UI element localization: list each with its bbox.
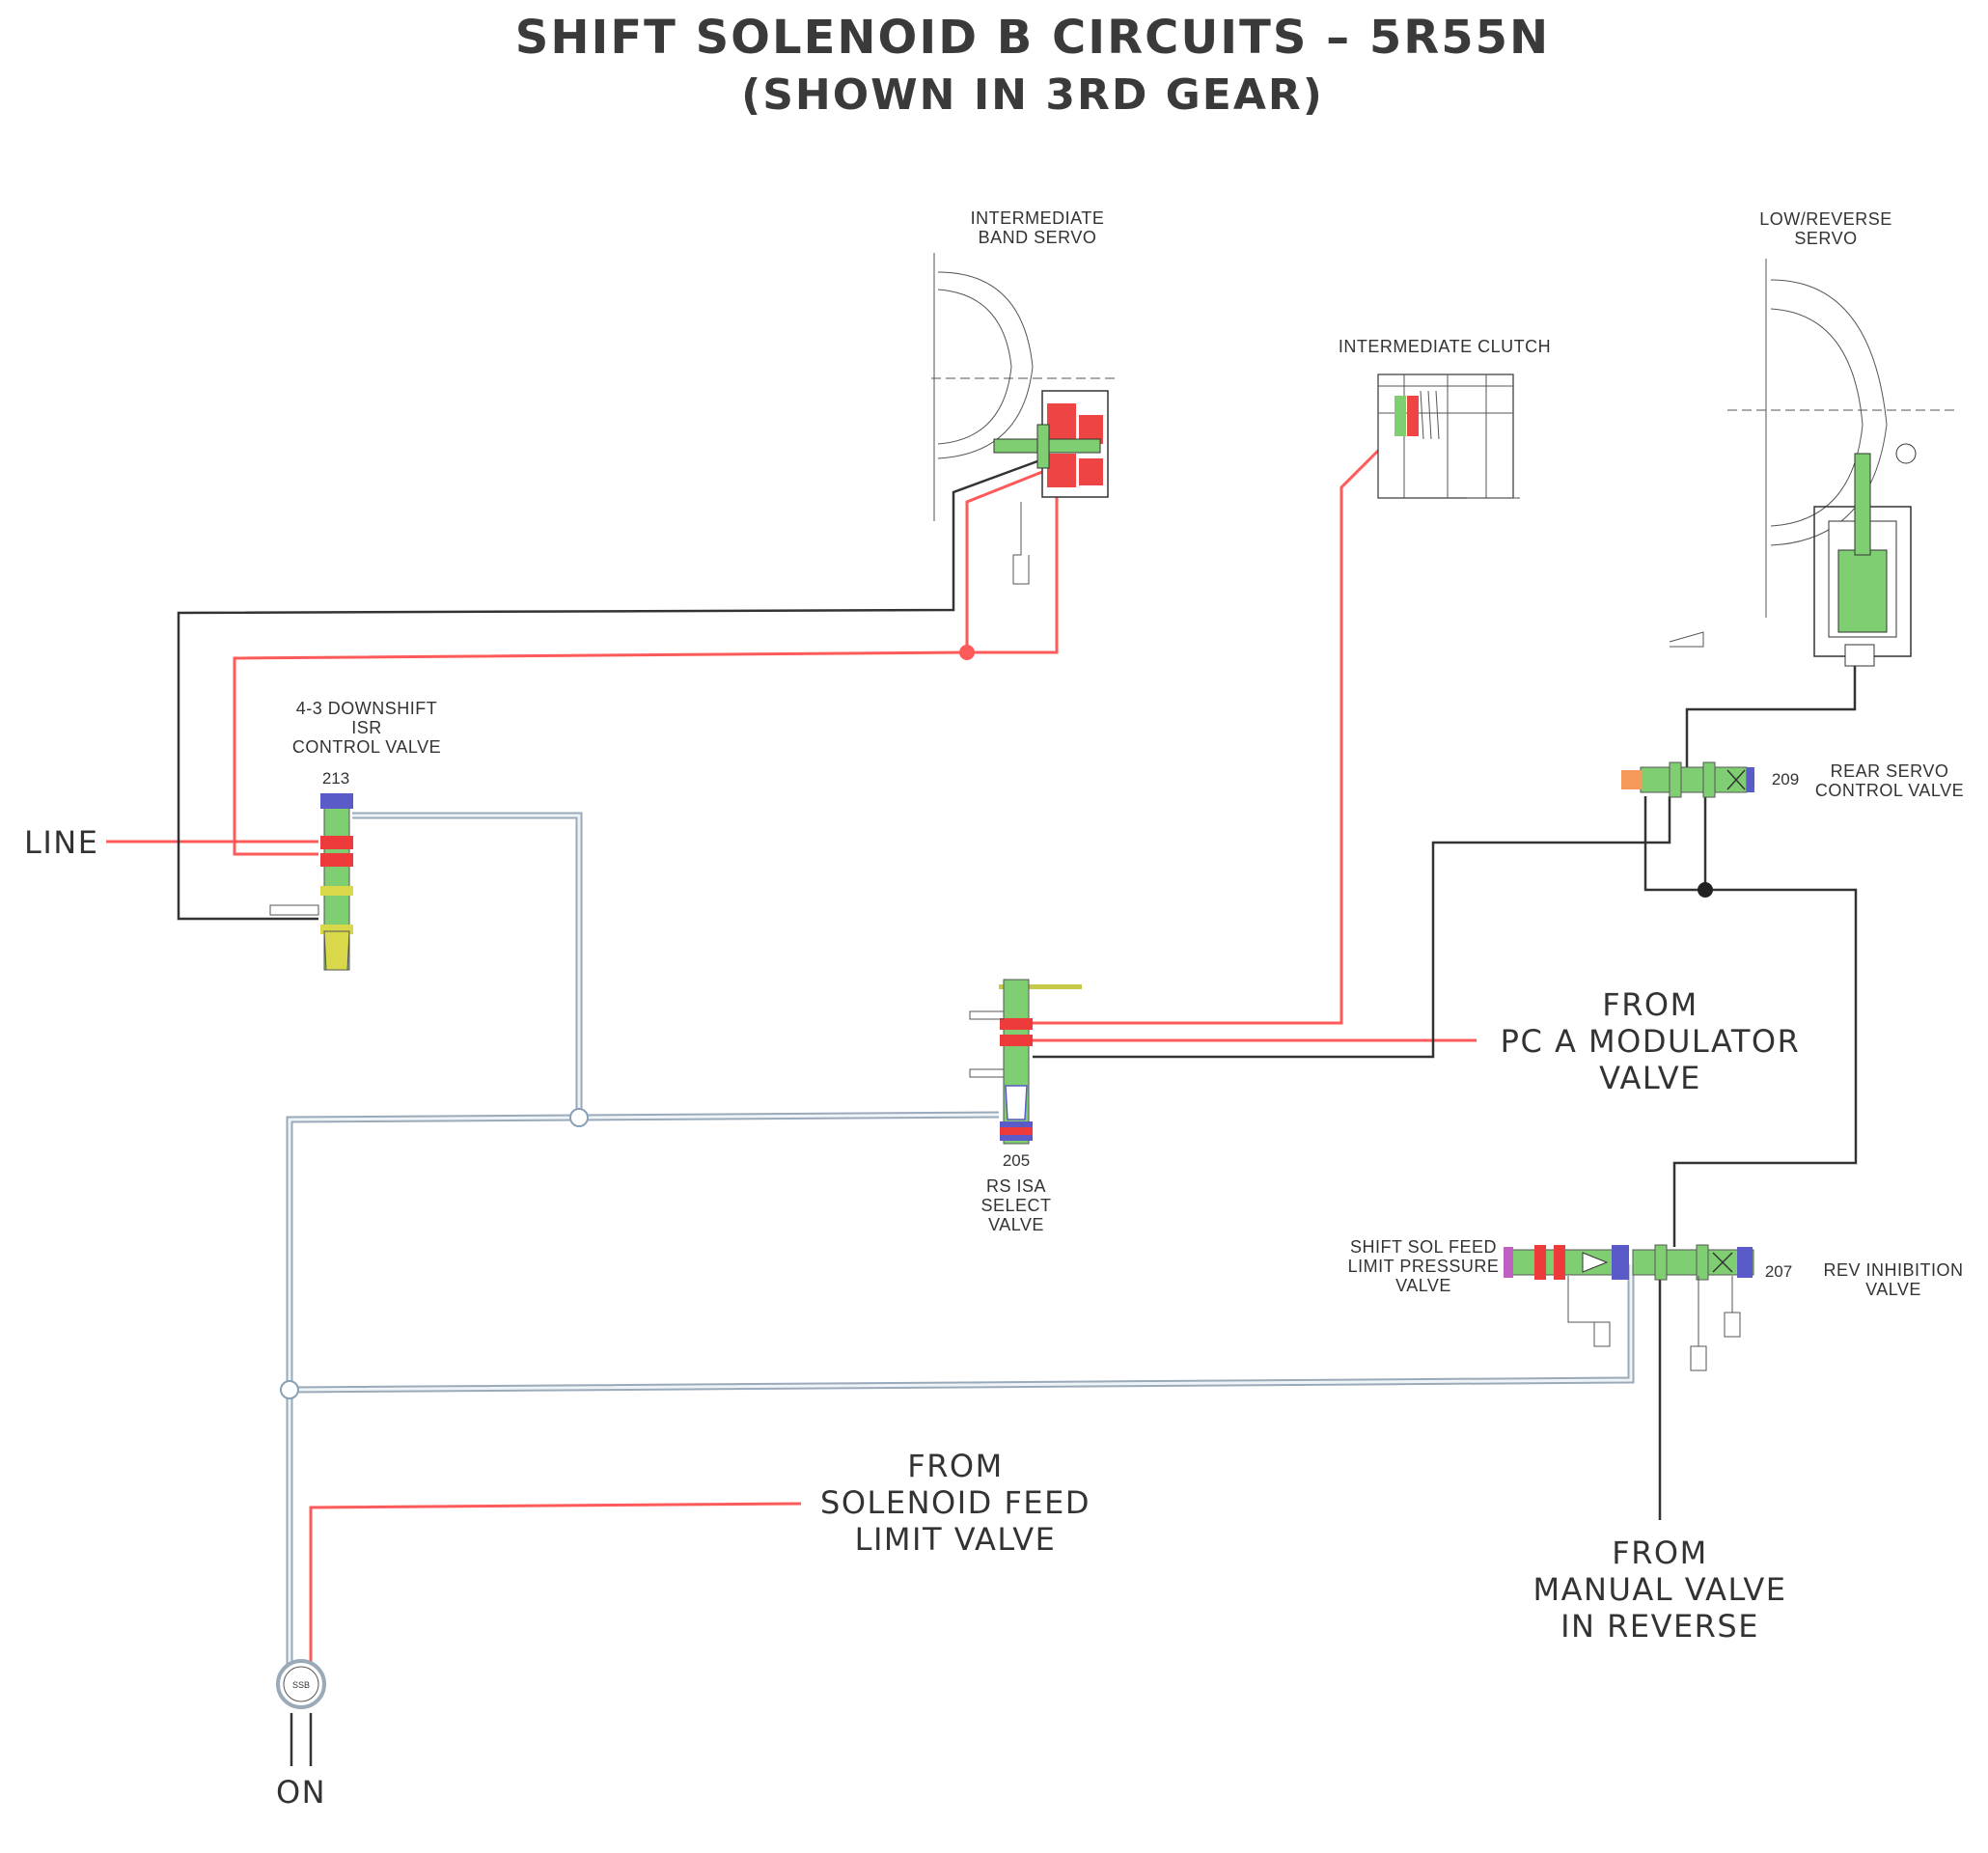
- label-rear-servo-valve: REAR SERVO: [1831, 761, 1949, 781]
- rev-inhibition-valve[interactable]: [1632, 1244, 1754, 1371]
- solenoid-circuit-lines: [286, 812, 1635, 1674]
- label-from-pc-a-modulator: VALVE: [1599, 1060, 1701, 1096]
- valve-number-205: 205: [1003, 1151, 1030, 1170]
- junction-node: [569, 1108, 589, 1127]
- diagram-subtitle: (SHOWN IN 3RD GEAR): [741, 70, 1324, 120]
- label-rs-isa-valve: RS ISA: [986, 1176, 1046, 1196]
- shift-sol-feed-limit-pressure-valve[interactable]: [1504, 1245, 1629, 1347]
- label-rs-isa-valve: SELECT: [980, 1196, 1051, 1215]
- label-from-solenoid-feed: FROM: [907, 1448, 1003, 1484]
- label-from-manual-valve: IN REVERSE: [1560, 1608, 1759, 1645]
- label-downshift-valve: CONTROL VALVE: [292, 737, 441, 757]
- intermediate-clutch: [1377, 373, 1520, 499]
- label-downshift-valve: ISR: [351, 718, 382, 737]
- label-from-manual-valve: MANUAL VALVE: [1533, 1571, 1787, 1608]
- intermediate-band-servo: [931, 253, 1115, 585]
- label-rs-isa-valve: VALVE: [988, 1215, 1044, 1234]
- label-from-pc-a-modulator: PC A MODULATOR: [1501, 1023, 1801, 1060]
- exhaust-lines: [177, 459, 1858, 1520]
- label-intermediate-clutch: INTERMEDIATE CLUTCH: [1339, 337, 1551, 356]
- junction-node: [959, 645, 975, 660]
- junction-node: [280, 1380, 299, 1399]
- label-rear-servo-valve: CONTROL VALVE: [1815, 781, 1964, 800]
- label-intermediate-band-servo: INTERMEDIATE: [971, 208, 1105, 228]
- pressurized-lines: [106, 437, 1477, 1674]
- label-from-manual-valve: FROM: [1612, 1535, 1707, 1571]
- label-shift-sol-feed-valve: LIMIT PRESSURE: [1348, 1257, 1500, 1276]
- label-downshift-valve: 4-3 DOWNSHIFT: [296, 699, 438, 718]
- label-low-reverse-servo: SERVO: [1794, 229, 1857, 248]
- label-intermediate-band-servo: BAND SERVO: [979, 228, 1097, 247]
- rear-servo-control-valve[interactable]: [1621, 761, 1754, 798]
- label-rev-inhibition-valve: VALVE: [1865, 1280, 1921, 1299]
- solenoid-badge: SSB: [292, 1680, 310, 1690]
- valve-number-213: 213: [322, 769, 349, 788]
- shift-solenoid-b[interactable]: SSB: [276, 1659, 326, 1766]
- label-line: LINE: [24, 824, 98, 861]
- label-from-solenoid-feed: SOLENOID FEED: [820, 1484, 1091, 1521]
- label-from-pc-a-modulator: FROM: [1602, 986, 1698, 1023]
- label-shift-sol-feed-valve: SHIFT SOL FEED: [1350, 1237, 1497, 1257]
- rs-isa-select-valve[interactable]: [969, 979, 1082, 1145]
- label-shift-sol-feed-valve: VALVE: [1395, 1276, 1451, 1295]
- junction-node: [1698, 882, 1713, 898]
- label-on: ON: [276, 1774, 326, 1811]
- valve-number-209: 209: [1772, 770, 1799, 788]
- diagram-title: SHIFT SOLENOID B CIRCUITS – 5R55N: [515, 11, 1550, 65]
- label-from-solenoid-feed: LIMIT VALVE: [855, 1521, 1057, 1558]
- low-reverse-servo: [1669, 259, 1954, 667]
- downshift-isr-control-valve[interactable]: [269, 793, 353, 971]
- valve-number-207: 207: [1765, 1262, 1792, 1281]
- label-low-reverse-servo: LOW/REVERSE: [1759, 209, 1892, 229]
- label-rev-inhibition-valve: REV INHIBITION: [1823, 1260, 1963, 1280]
